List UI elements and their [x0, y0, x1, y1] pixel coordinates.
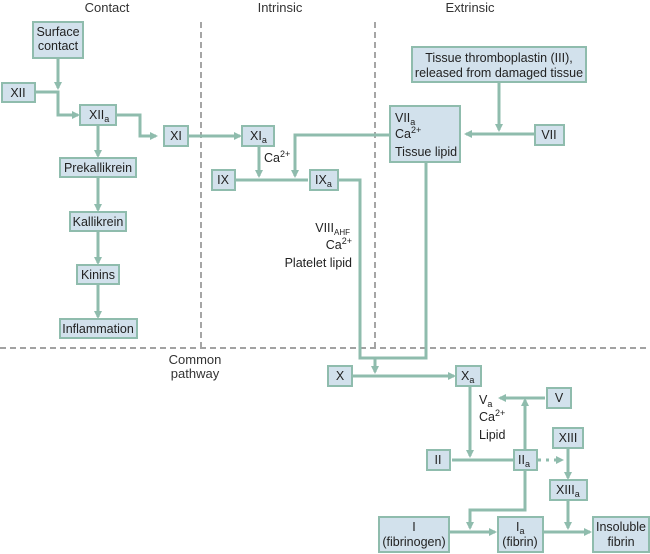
section-header-common: Common [169, 352, 222, 367]
node-insoluble-fibrin: Insoluble fibrin [592, 516, 650, 553]
node-tissue-thromboplastin: Tissue thromboplastin (III), released fr… [411, 46, 587, 83]
node-ixa: IXa [309, 169, 339, 191]
section-header-common-pathway: pathway [171, 366, 220, 381]
node-ix: IX [211, 169, 236, 191]
node-xiia: XIIa [79, 104, 117, 126]
node-xi: XI [163, 125, 189, 147]
node-vii: VII [534, 124, 565, 146]
svg-text:XIIa: XIIa [89, 108, 109, 124]
svg-text:Ia: Ia [516, 520, 525, 536]
node-fibrin: Ia (fibrin) [497, 516, 544, 553]
svg-text:Va: Va [479, 393, 492, 409]
svg-text:Platelet lipid: Platelet lipid [285, 256, 352, 270]
svg-text:VIIIAHF: VIIIAHF [315, 221, 350, 237]
svg-text:Surface: Surface [36, 25, 79, 39]
svg-text:XI: XI [170, 129, 182, 143]
node-xa: Xa [455, 365, 482, 387]
arrow-viia-to-ixa [291, 133, 390, 178]
svg-text:(fibrinogen): (fibrinogen) [382, 535, 445, 549]
arrow-iia-to-fibrin [466, 470, 527, 530]
svg-text:released from damaged tissue: released from damaged tissue [415, 66, 583, 80]
node-xii: XII [1, 82, 36, 103]
node-iia: IIa [513, 449, 538, 471]
node-inflammation: Inflammation [59, 318, 138, 339]
node-xiiia: XIIIa [549, 479, 588, 501]
svg-text:II: II [435, 453, 442, 467]
svg-text:Kinins: Kinins [81, 268, 115, 282]
line-viia-down [374, 162, 428, 360]
node-x: X [327, 365, 353, 387]
line-ixa-down [338, 178, 374, 360]
node-ii: II [426, 449, 451, 471]
svg-text:X: X [336, 369, 345, 383]
svg-text:I: I [412, 520, 415, 534]
svg-text:VIIa: VIIa [395, 111, 415, 127]
svg-text:fibrin: fibrin [607, 535, 634, 549]
connectors [36, 58, 592, 536]
node-viia-complex: VIIa Ca2+ Tissue lipid [389, 105, 461, 163]
svg-text:V: V [555, 391, 564, 405]
node-xia: XIa [241, 125, 275, 147]
svg-text:Ca2+: Ca2+ [326, 236, 352, 252]
label-ca-xia: Ca2+ [264, 149, 290, 165]
section-header-extrinsic: Extrinsic [445, 0, 495, 15]
svg-text:Prekallikrein: Prekallikrein [64, 161, 132, 175]
node-fibrinogen: I (fibrinogen) [378, 516, 450, 553]
node-surface-contact: Surface contact [32, 21, 84, 59]
node-kinins: Kinins [76, 264, 120, 285]
svg-text:Ca2+: Ca2+ [479, 408, 505, 424]
svg-text:Insoluble: Insoluble [596, 520, 646, 534]
node-kallikrein: Kallikrein [69, 211, 127, 232]
node-xiii: XIII [552, 427, 584, 449]
svg-text:Xa: Xa [461, 369, 474, 385]
node-prekallikrein: Prekallikrein [59, 157, 137, 178]
label-va-cofactors: Va Ca2+ Lipid [479, 393, 505, 442]
svg-text:(fibrin): (fibrin) [502, 535, 537, 549]
svg-text:Tissue lipid: Tissue lipid [395, 145, 457, 159]
svg-text:IXa: IXa [315, 173, 332, 189]
svg-text:Lipid: Lipid [479, 428, 505, 442]
svg-text:Inflammation: Inflammation [62, 322, 134, 336]
arrow-xii-to-xiia [36, 90, 80, 119]
label-viii-cofactors: VIIIAHF Ca2+ Platelet lipid [285, 221, 352, 270]
section-header-contact: Contact [85, 0, 130, 15]
svg-text:contact: contact [38, 39, 79, 53]
section-header-intrinsic: Intrinsic [258, 0, 303, 15]
svg-text:XIII: XIII [559, 431, 578, 445]
svg-text:XIa: XIa [250, 129, 267, 145]
svg-text:XIIIa: XIIIa [556, 483, 580, 499]
svg-text:Ca2+: Ca2+ [395, 125, 421, 141]
node-v: V [546, 387, 572, 409]
svg-text:Tissue thromboplastin (III),: Tissue thromboplastin (III), [425, 51, 573, 65]
svg-text:XII: XII [10, 86, 25, 100]
svg-text:VII: VII [541, 128, 556, 142]
svg-text:IX: IX [217, 173, 229, 187]
arrow-xiia-to-xi [116, 113, 158, 140]
svg-text:IIa: IIa [518, 453, 530, 469]
svg-text:Kallikrein: Kallikrein [73, 215, 124, 229]
